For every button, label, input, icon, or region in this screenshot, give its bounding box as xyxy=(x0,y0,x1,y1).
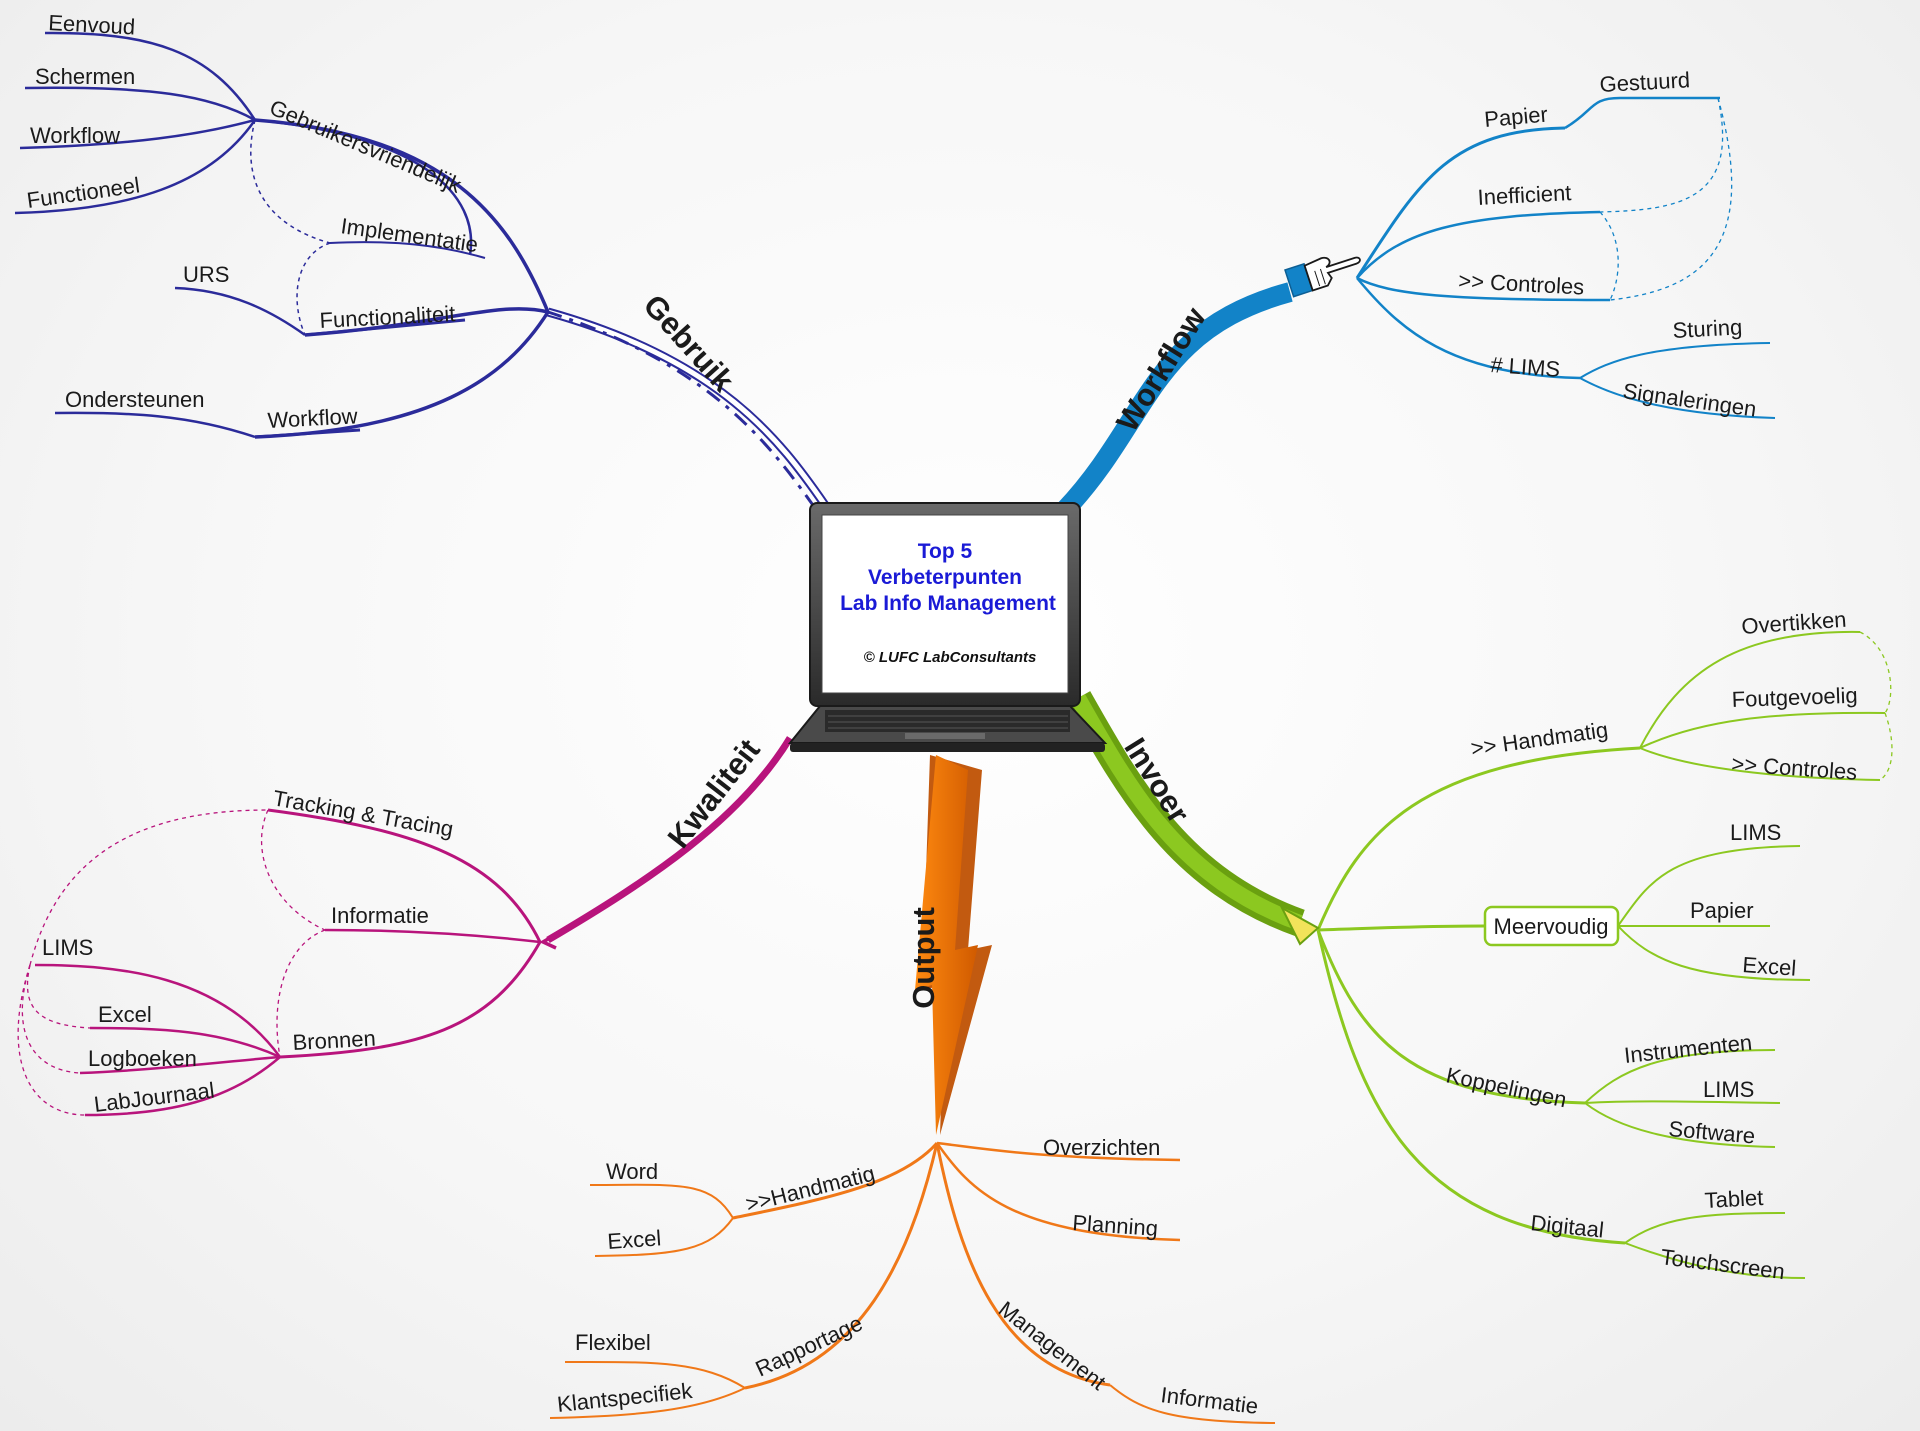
node-eenvoud: Eenvoud xyxy=(48,10,136,40)
center-title-line-2: Verbeterpunten xyxy=(868,566,1022,589)
node-controles: >> Controles xyxy=(1458,268,1585,300)
branch-gebruik xyxy=(14,31,829,509)
node-signaleringen: Signaleringen xyxy=(1621,378,1758,421)
workflow-labels: Workflow Papier Gestuurd Inefficient >> … xyxy=(1109,67,1758,437)
node-workflow: Workflow xyxy=(267,403,358,433)
node-koppelingen: Koppelingen xyxy=(1444,1062,1569,1112)
lightning-icon xyxy=(915,755,992,1135)
node-handmatig-output: >>Handmatig xyxy=(743,1161,877,1217)
node-schermen: Schermen xyxy=(35,64,135,89)
pointing-hand-icon xyxy=(1284,256,1361,298)
branch-invoer xyxy=(1065,630,1893,1279)
node-informatie-kwaliteit: Informatie xyxy=(331,903,429,928)
node-meervoudig: Meervoudig xyxy=(1494,914,1609,939)
node-gebruikersvriendelijk: Gebruikersvriendelijk xyxy=(266,95,466,199)
branch-workflow xyxy=(1057,96,1776,517)
node-software: Software xyxy=(1668,1116,1757,1148)
gebruik-labels: Gebruik Gebruikersvriendelijk Eenvoud Sc… xyxy=(25,10,741,433)
node-overzichten: Overzichten xyxy=(1043,1135,1160,1160)
node-tracking-tracing: Tracking & Tracing xyxy=(271,785,455,841)
branch-kwaliteit xyxy=(17,736,793,1117)
node-planning: Planning xyxy=(1072,1210,1159,1241)
node-sturing: Sturing xyxy=(1672,314,1743,343)
node-inefficient: Inefficient xyxy=(1477,180,1572,210)
output-labels: Output >>Handmatig Word Excel Overzichte… xyxy=(556,907,1260,1419)
branch-label-gebruik: Gebruik xyxy=(637,288,742,399)
node-controles-invoer: >> Controles xyxy=(1731,751,1858,785)
laptop-icon xyxy=(787,502,1108,752)
branch-output xyxy=(549,1141,1276,1424)
node-lims2-invoer: LIMS xyxy=(1703,1077,1754,1102)
node-urs: URS xyxy=(183,262,229,287)
node-papier: Papier xyxy=(1483,102,1549,132)
branch-label-output: Output xyxy=(906,907,941,1009)
node-informatie-output: Informatie xyxy=(1159,1382,1259,1419)
center-title-line-3: Lab Info Management xyxy=(840,592,1056,615)
node-handmatig: >> Handmatig xyxy=(1469,717,1609,761)
central-topic: Top 5 Verbeterpunten Lab Info Management… xyxy=(840,540,1056,666)
node-rapportage: Rapportage xyxy=(752,1310,867,1381)
node-excel-output: Excel xyxy=(607,1225,662,1254)
node-logboeken: Logboeken xyxy=(88,1046,197,1071)
node-gestuurd: Gestuurd xyxy=(1599,67,1691,97)
node-functionaliteit: Functionaliteit xyxy=(319,301,456,333)
node-implementatie: Implementatie xyxy=(339,213,479,257)
node-lims-invoer: LIMS xyxy=(1730,820,1781,845)
node-excel-kwaliteit: Excel xyxy=(98,1002,152,1027)
node-lims: # LIMS xyxy=(1490,352,1561,382)
branch-label-workflow: Workflow xyxy=(1109,301,1213,438)
node-tablet: Tablet xyxy=(1704,1185,1764,1213)
invoer-labels: Invoer >> Handmatig Overtikken Foutgevoe… xyxy=(1117,607,1858,1284)
node-lims-kwaliteit: LIMS xyxy=(42,935,93,960)
node-word: Word xyxy=(606,1159,658,1184)
node-instrumenten: Instrumenten xyxy=(1623,1030,1753,1068)
node-touchscreen: Touchscreen xyxy=(1659,1244,1786,1284)
node-management: Management xyxy=(994,1296,1111,1395)
node-klantspecifiek: Klantspecifiek xyxy=(556,1378,695,1417)
node-flexibel: Flexibel xyxy=(575,1330,651,1355)
node-digitaal: Digitaal xyxy=(1529,1210,1605,1243)
node-workflow-sub: Workflow xyxy=(30,123,120,148)
node-overtikken: Overtikken xyxy=(1741,607,1848,639)
center-title-line-1: Top 5 xyxy=(918,540,973,563)
kwaliteit-labels: Kwaliteit Tracking & Tracing Informatie … xyxy=(42,733,767,1117)
node-ondersteunen: Ondersteunen xyxy=(65,387,204,412)
node-excel-invoer: Excel xyxy=(1742,952,1797,981)
node-papier-invoer: Papier xyxy=(1690,898,1754,923)
pencil-icon xyxy=(1279,905,1320,946)
node-foutgevoelig: Foutgevoelig xyxy=(1731,683,1858,712)
meervoudig-box xyxy=(1483,905,1620,947)
center-copyright: © LUFC LabConsultants xyxy=(864,649,1037,666)
node-bronnen: Bronnen xyxy=(292,1026,376,1055)
